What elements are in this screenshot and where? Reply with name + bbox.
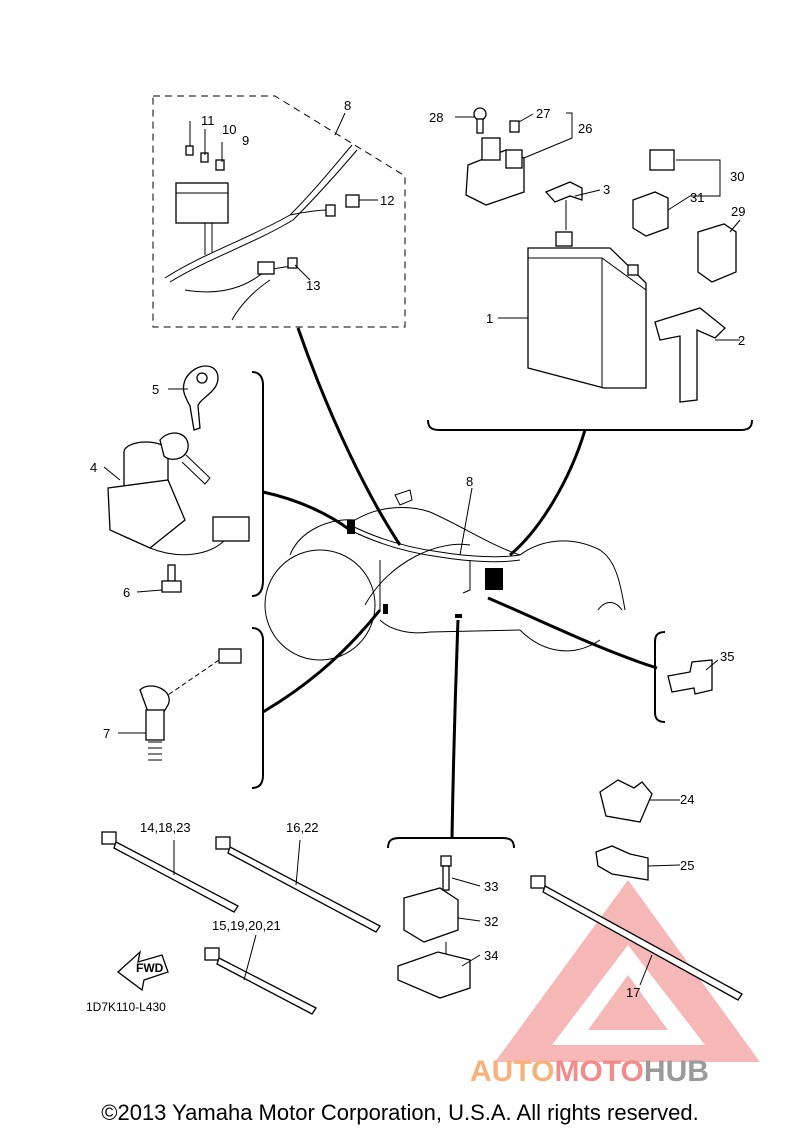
callout-labels: 8 11 10 9 12 13 28 27 26 3 30 31 29 1 2 … [86,98,745,1014]
cable-tie-16 [215,836,381,933]
cable-tie-15 [204,947,317,1015]
cable-tie-14 [101,831,239,913]
callout-32: 32 [484,914,498,929]
cable-ties [101,831,743,1015]
callout-28: 28 [429,110,443,125]
callout-3: 3 [603,182,610,197]
assembly-wires [262,327,658,839]
lower-parts [397,659,713,999]
callout-17: 17 [626,985,640,1000]
watermark-logo: AUTOMOTOHUB [470,1055,709,1089]
callout-6: 6 [123,585,130,600]
motorcycle-outline [264,489,626,661]
callout-15-19-20-21: 15,19,20,21 [212,918,281,933]
fwd-arrow-icon: FWD [116,950,169,992]
callout-26: 26 [578,121,592,136]
callout-10: 10 [222,122,236,137]
callout-16-22: 16,22 [286,820,319,835]
callout-34: 34 [484,948,498,963]
callout-29: 29 [731,204,745,219]
callout-24: 24 [680,792,694,807]
callout-35: 35 [720,649,734,664]
callout-4: 4 [90,460,97,475]
diagram-code: 1D7K110-L430 [86,1000,166,1014]
callout-7: 7 [103,726,110,741]
callout-1: 1 [486,311,493,326]
callout-33: 33 [484,879,498,894]
callout-9: 9 [242,133,249,148]
watermark-moto: MOTO [554,1055,644,1088]
watermark-hub: HUB [643,1055,709,1088]
callout-11: 11 [201,113,215,128]
sensor-group [139,648,242,761]
callout-5: 5 [152,382,159,397]
callout-13: 13 [306,278,320,293]
watermark-triangle [495,880,760,1062]
callout-30: 30 [730,169,744,184]
callout-25: 25 [680,858,694,873]
harness-detail-box [152,95,406,328]
leader-lines [103,112,741,986]
callout-8-box: 8 [344,98,351,113]
callout-2: 2 [738,333,745,348]
main-switch-group [107,365,250,593]
group-brackets [251,371,753,849]
callout-31: 31 [690,190,704,205]
cable-tie-17 [530,875,743,1001]
battery-group [465,107,737,403]
fwd-label: FWD [136,961,164,975]
callout-27: 27 [536,106,550,121]
callout-14-18-23: 14,18,23 [140,820,191,835]
callout-12: 12 [380,193,394,208]
copyright-notice: ©2013 Yamaha Motor Corporation, U.S.A. A… [101,1100,699,1125]
watermark-auto: AUTO [470,1055,555,1088]
callout-8-main: 8 [466,474,473,489]
